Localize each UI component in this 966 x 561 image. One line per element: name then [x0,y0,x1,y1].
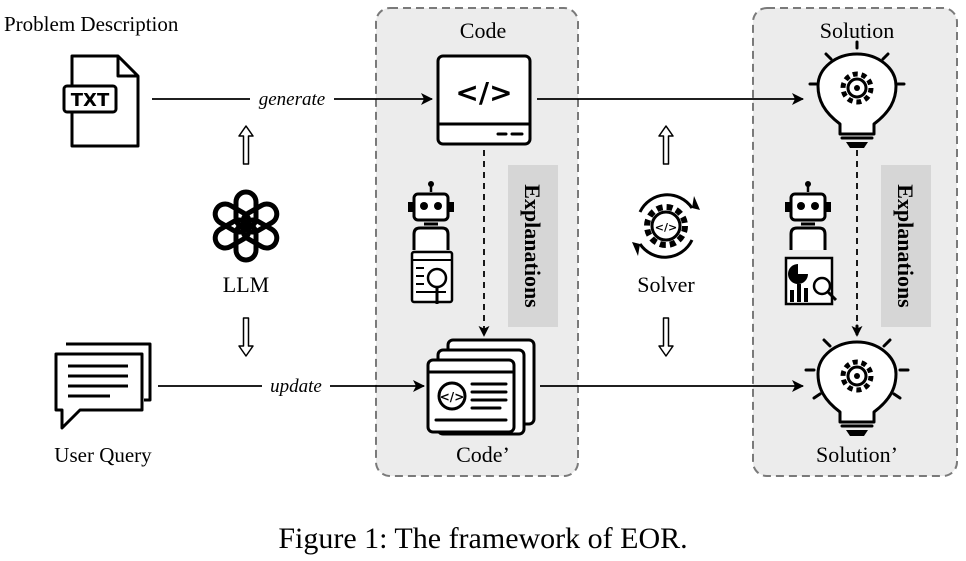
code-label: Code [460,18,506,43]
code-tag-glyph: </> [455,76,512,109]
gear-cycle-icon: </> [632,193,700,259]
txt-file-icon: TXT [62,54,140,148]
code-windows-stack-icon: </> [426,338,536,436]
problem-description-label: Problem Description [4,12,179,36]
solution-label: Solution [820,18,895,43]
chat-bubbles-icon [54,342,152,430]
code-prime-tag-glyph: </> [440,390,465,404]
generate-label-bg [250,88,334,110]
llm-down-arrow [238,317,254,357]
code-window-icon: </> [436,54,532,146]
openai-logo-icon [212,189,280,263]
solver-down-arrow [658,317,674,357]
solver-label: Solver [637,272,695,297]
txt-badge: TXT [71,90,110,111]
solution-panel [752,7,958,477]
lightbulb-gear-icon [808,40,906,148]
update-label: update [270,376,322,397]
figure-caption: Figure 1: The framework of EOR. [278,522,688,555]
solver-up-arrow [658,125,674,165]
user-query-label: User Query [54,443,152,467]
update-label-bg [262,375,330,397]
explanations-code-label: Explanations [520,184,545,308]
llm-label: LLM [223,272,269,297]
explanations-code-box [508,165,558,327]
explanations-solution-label: Explanations [893,184,918,308]
lightbulb-gear-glow-icon [804,324,910,436]
llm-up-arrow [238,125,254,165]
code-prime-label: Code’ [456,442,510,467]
generate-label: generate [259,89,325,110]
explanations-solution-box [881,165,931,327]
solver-code-tag-glyph: </> [655,221,677,234]
robot-document-icon [408,181,454,304]
robot-report-icon [784,181,838,306]
solution-prime-label: Solution’ [816,442,898,467]
